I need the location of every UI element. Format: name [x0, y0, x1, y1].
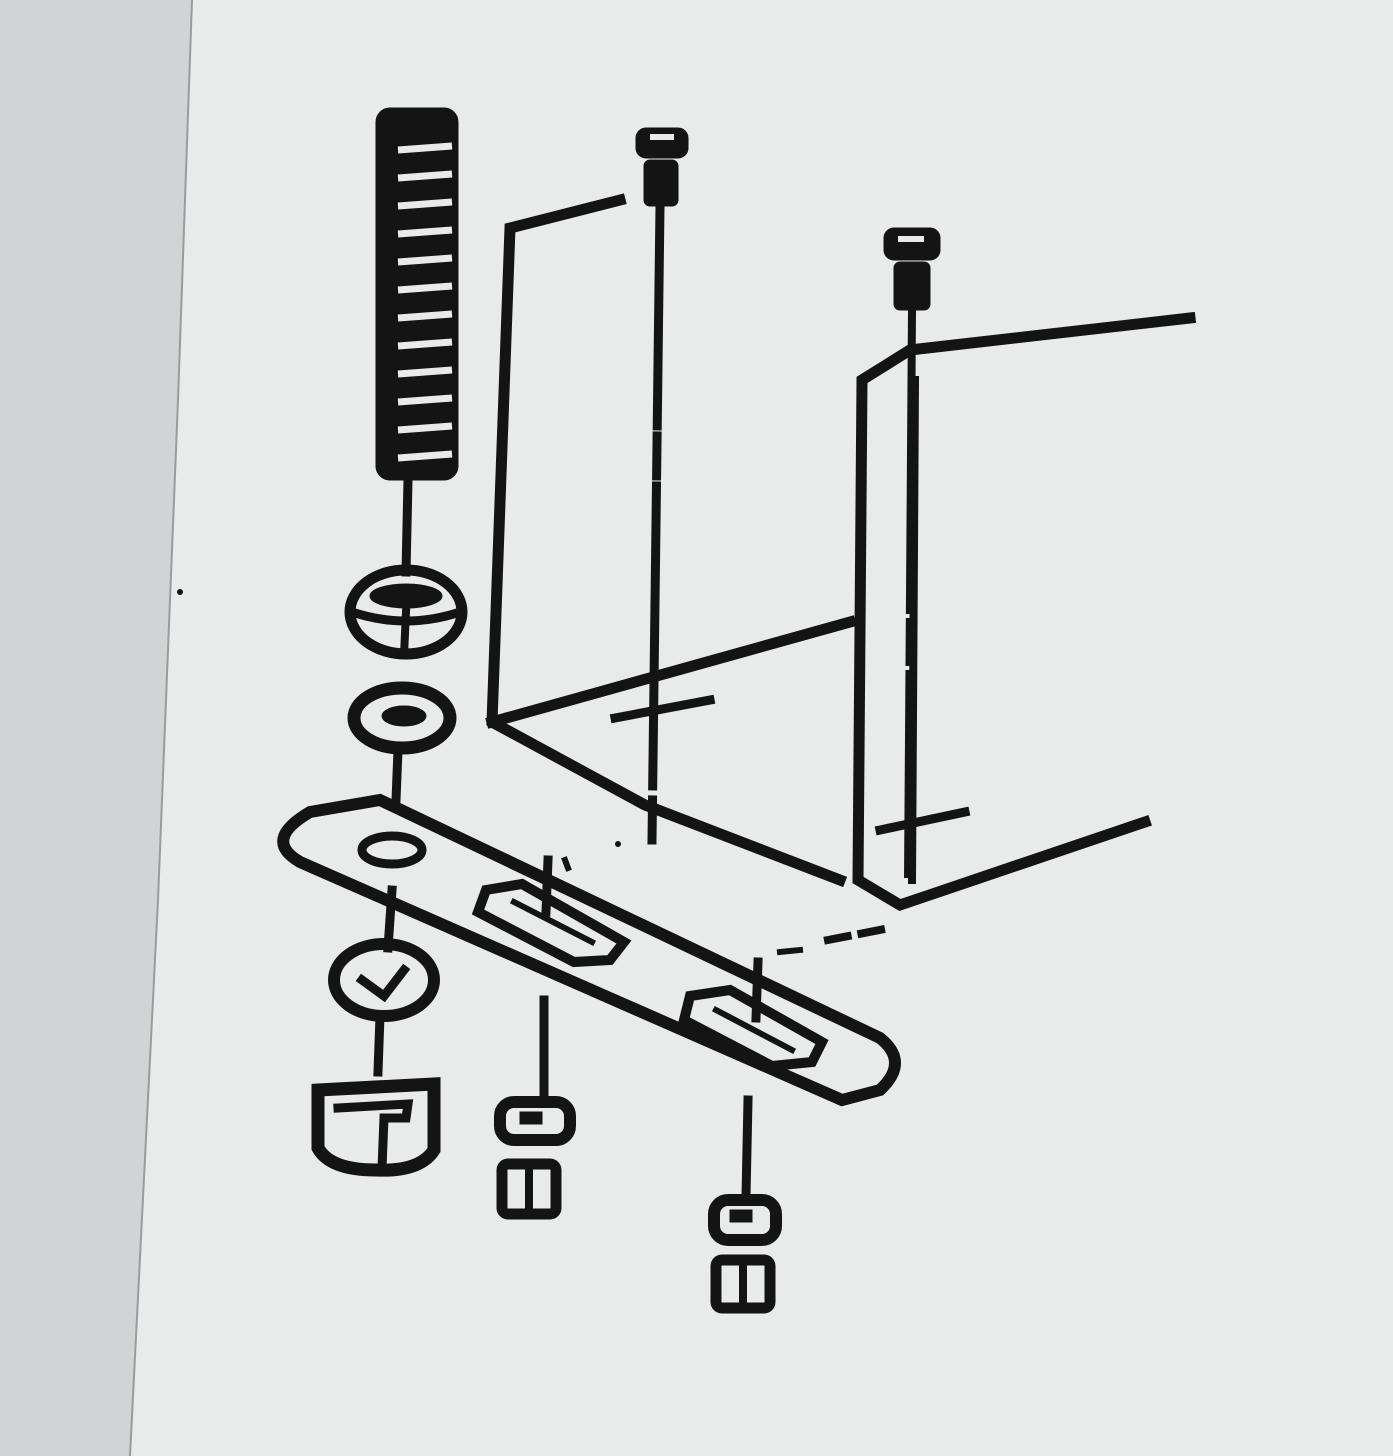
nut-large [311, 1077, 441, 1177]
screw-right [883, 227, 941, 885]
paper-fold-line [129, 0, 193, 1456]
mid-fastener [494, 995, 576, 1220]
grommet-top [344, 564, 468, 660]
left-bracket [485, 193, 857, 888]
slotted-plate [277, 793, 901, 1107]
coil-spring [375, 107, 459, 577]
scan-speck [615, 841, 621, 847]
scan-speck [177, 589, 183, 595]
grommet-bottom [328, 885, 440, 1077]
washer-top [347, 681, 457, 805]
paper-shadow-edge [0, 0, 192, 1456]
screw-left [635, 127, 689, 845]
right-fastener [708, 1095, 782, 1314]
